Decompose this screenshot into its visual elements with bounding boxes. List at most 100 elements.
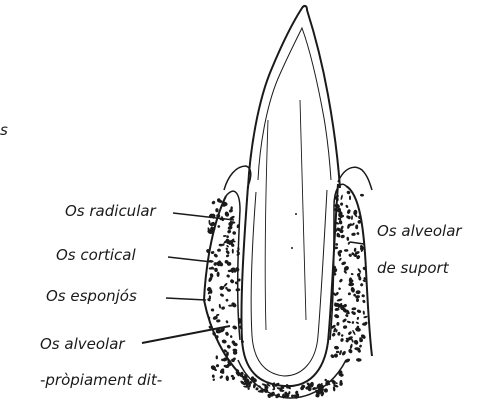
bone-texture-dot [225,320,228,324]
bone-texture-dot [349,343,353,349]
bone-texture-dot [344,249,348,252]
bone-texture-dot [354,248,357,252]
bone-texture-dot [351,273,354,276]
bone-texture-dot [355,224,358,229]
bone-texture-dot [232,231,236,235]
label-os-alveolar-left-2: -pròpiament dit- [40,371,162,389]
bone-texture-dot [348,348,354,354]
bone-texture-dot [347,331,352,336]
bone-texture-dot [347,320,352,323]
bone-texture-dot [216,355,218,359]
bone-texture-dot [331,332,336,337]
bone-texture-dot [341,261,347,266]
bone-texture-dot [341,350,346,356]
leader-os-alveolar-right [350,242,364,244]
bone-texture-dot [346,209,351,215]
bone-texture-dot [219,304,222,309]
bone-texture-dot [353,209,358,215]
bone-texture-dot [362,299,366,303]
bone-texture-dot [355,290,360,295]
spongy-bone-texture [206,190,369,399]
bone-texture-dot [226,344,231,349]
bone-texture-dot [360,194,364,197]
bone-texture-dot [359,344,363,348]
tooth-crown-outline [248,6,340,188]
bone-texture-dot [211,200,216,205]
bone-texture-dot [212,374,215,378]
bone-texture-dot [225,331,230,336]
label-os-alveolar-right-2: de suport [377,259,449,277]
bone-texture-dot [214,268,218,273]
bone-texture-dot [337,332,341,336]
bone-texture-dot [324,388,328,392]
label-os-esponjos: Os esponjós [46,287,137,305]
bone-texture-dot [224,211,230,217]
bone-texture-dot [353,339,359,345]
bone-texture-dot [336,351,339,353]
bone-texture-dot [286,386,288,389]
bone-texture-dot [219,285,225,291]
bone-texture-dot [334,345,340,349]
bone-texture-dot [345,204,349,208]
bone-texture-dot [350,287,355,294]
pulp-line-1 [265,120,268,330]
bone-texture-dot [232,325,238,330]
bone-texture-dot [360,283,364,287]
bone-texture-dot [217,272,220,278]
bone-texture-dot [225,298,229,302]
bone-texture-dot [237,247,240,251]
bone-texture-dot [336,298,342,302]
enamel-inner-line [258,28,331,180]
bone-texture-dot [213,253,218,258]
bone-texture-dot [217,249,221,252]
bone-texture-dot [210,308,214,312]
bone-texture-dot [357,268,362,273]
bone-texture-dot [341,334,344,337]
bone-texture-dot [221,306,226,310]
bone-texture-dot [335,243,338,246]
bone-texture-dot [243,385,249,387]
bone-texture-dot [223,282,228,287]
pulp-dot [295,213,297,215]
pulp-dot [291,247,293,249]
bone-texture-dot [333,386,336,391]
bone-texture-dot [210,227,215,231]
bone-texture-dot [216,319,221,323]
bone-texture-dot [230,335,233,338]
bone-texture-dot [235,288,240,291]
bone-texture-dot [338,287,341,290]
label-os-alveolar-right-1: Os alveolar [377,222,462,240]
bone-texture-dot [355,321,359,324]
bone-texture-dot [334,308,339,312]
bone-texture-dot [343,325,348,329]
bone-texture-dot [226,254,230,258]
bone-texture-dot [216,364,220,368]
bone-texture-dot [229,279,235,284]
bone-texture-dot [351,215,353,220]
bone-texture-dot [339,278,344,283]
bone-texture-dot [361,294,365,298]
bone-texture-dot [338,257,342,261]
bone-texture-dot [342,318,347,323]
label-os-alveolar-left-1: Os alveolar [40,335,125,353]
bone-texture-dot [226,274,230,278]
bone-texture-dot [219,375,224,379]
bone-texture-dot [225,375,229,381]
bone-texture-dot [363,311,365,315]
bone-texture-dot [219,293,224,297]
bone-texture-dot [346,237,349,241]
bone-texture-dot [356,309,361,314]
bone-texture-dot [334,303,340,307]
leader-os-esponjos [166,298,206,300]
bone-texture-dot [340,338,344,343]
bone-texture-dot [339,350,343,356]
bone-texture-dot [340,225,344,230]
bone-texture-dot [356,358,362,362]
bone-texture-dot [226,245,229,248]
bone-texture-dot [232,249,234,254]
bone-texture-dot [225,247,228,250]
bone-texture-dot [336,322,339,326]
bone-texture-dot [351,232,356,236]
root-canal-line [251,190,327,376]
bone-texture-dot [217,225,220,228]
